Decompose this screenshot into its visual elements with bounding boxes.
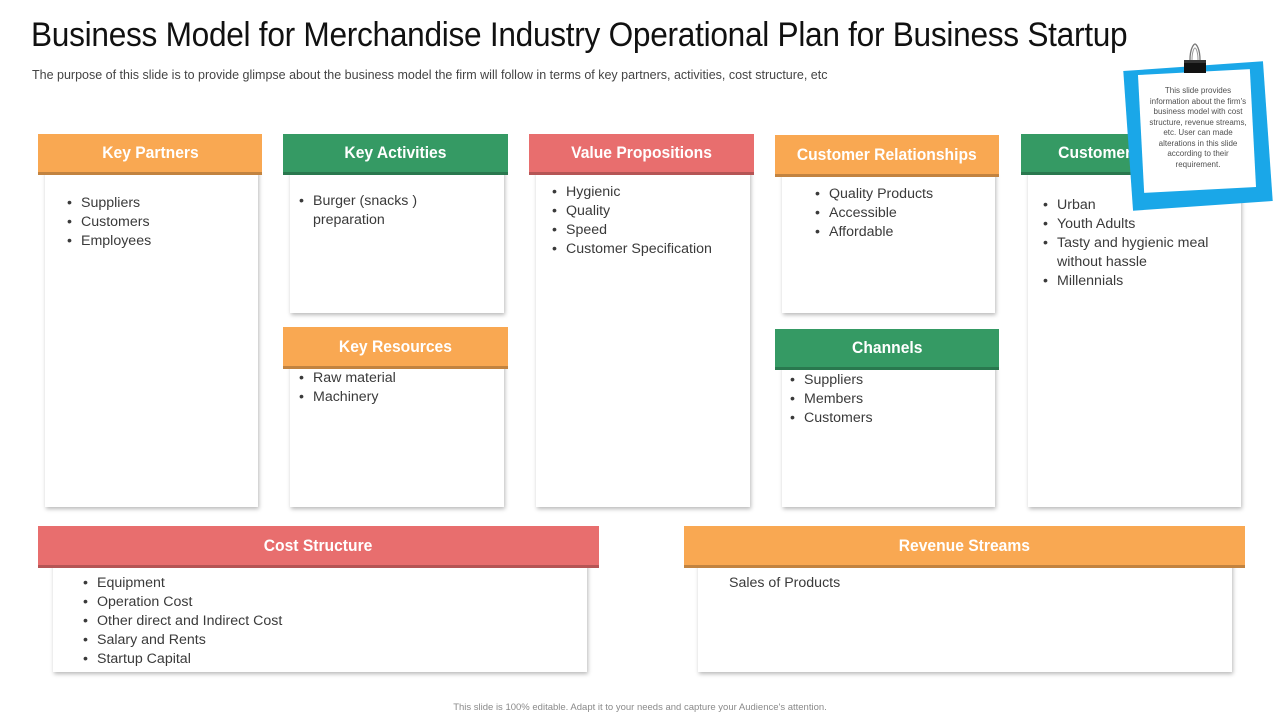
block-heading: Revenue Streams — [898, 535, 1031, 555]
block-header: Key Activities — [283, 134, 508, 175]
bullet-list: Suppliers Members Customers — [790, 371, 980, 428]
binder-clip-icon — [1184, 43, 1206, 73]
list-item: Machinery — [299, 388, 479, 407]
channels-block: Channels Suppliers Members Customers — [775, 329, 999, 510]
slide-subtitle: The purpose of this slide is to provide … — [32, 68, 828, 82]
bullet-list: Hygienic Quality Speed Customer Specific… — [552, 183, 747, 259]
list-item: Suppliers — [790, 371, 980, 390]
block-body — [698, 562, 1232, 672]
block-header: Value Propositions — [529, 134, 754, 175]
list-item: Customers — [790, 409, 980, 428]
bullet-list: Urban Youth Adults Tasty and hygienic me… — [1043, 196, 1233, 291]
list-item: Speed — [552, 221, 747, 240]
block-heading: Value Propositions — [571, 143, 712, 162]
list-item: Burger (snacks ) preparation — [299, 192, 439, 230]
key-resources-block: Key Resources Raw material Machinery — [283, 327, 508, 510]
bullet-list: Equipment Operation Cost Other direct an… — [83, 574, 483, 669]
bullet-list: Suppliers Customers Employees — [67, 194, 247, 251]
sticky-note: This slide provides information about th… — [1123, 42, 1273, 212]
bullet-list: Quality Products Accessible Affordable — [815, 185, 990, 242]
key-partners-block: Key Partners Suppliers Customers Employe… — [38, 134, 262, 510]
list-item: Suppliers — [67, 194, 247, 213]
value-propositions-block: Value Propositions Hygienic Quality Spee… — [529, 134, 754, 510]
list-item: Quality Products — [815, 185, 990, 204]
block-heading: Key Partners — [101, 143, 199, 162]
footer-text: This slide is 100% editable. Adapt it to… — [453, 702, 827, 713]
block-header: Key Partners — [38, 134, 262, 175]
list-item: Youth Adults — [1043, 215, 1233, 234]
list-item: Operation Cost — [83, 593, 483, 612]
list-item: Accessible — [815, 204, 990, 223]
list-item: Millennials — [1043, 272, 1233, 291]
bullet-list: Burger (snacks ) preparation — [299, 192, 439, 230]
bullet-list: Raw material Machinery — [299, 369, 479, 407]
list-item: Urban — [1043, 196, 1233, 215]
cost-structure-block: Cost Structure Equipment Operation Cost … — [38, 526, 599, 676]
list-item: Equipment — [83, 574, 483, 593]
list-item: Affordable — [815, 223, 990, 242]
list-item: Employees — [67, 232, 247, 251]
list-item: Salary and Rents — [83, 631, 483, 650]
block-header: Customer Relationships — [775, 135, 999, 177]
key-activities-block: Key Activities Burger (snacks ) preparat… — [283, 134, 508, 316]
list-item: Other direct and Indirect Cost — [83, 612, 483, 631]
block-header: Channels — [775, 329, 999, 370]
list-item: Quality — [552, 202, 747, 221]
customer-relationships-block: Customer Relationships Quality Products … — [775, 135, 999, 316]
block-heading: Cost Structure — [264, 535, 373, 555]
block-header: Key Resources — [283, 327, 508, 369]
list-item: Customers — [67, 213, 247, 232]
revenue-streams-block: Revenue Streams Sales of Products — [684, 526, 1245, 676]
list-item: Startup Capital — [83, 650, 483, 669]
block-heading: Key Activities — [344, 143, 447, 162]
block-heading: Key Resources — [338, 336, 453, 356]
block-heading: Channels — [851, 338, 923, 357]
slide-title: Business Model for Merchandise Industry … — [31, 16, 1128, 54]
block-heading: Customer Relationships — [797, 144, 977, 164]
block-header: Cost Structure — [38, 526, 599, 568]
list-item: Tasty and hygienic meal without hassle — [1043, 234, 1233, 272]
block-heading: Customer — [1058, 143, 1132, 162]
note-text: This slide provides information about th… — [1149, 86, 1247, 169]
list-item: Customer Specification — [552, 240, 747, 259]
list-item: Raw material — [299, 369, 479, 388]
list-item: Hygienic — [552, 183, 747, 202]
block-header: Revenue Streams — [684, 526, 1245, 568]
list-item: Members — [790, 390, 980, 409]
revenue-text: Sales of Products — [729, 575, 841, 591]
